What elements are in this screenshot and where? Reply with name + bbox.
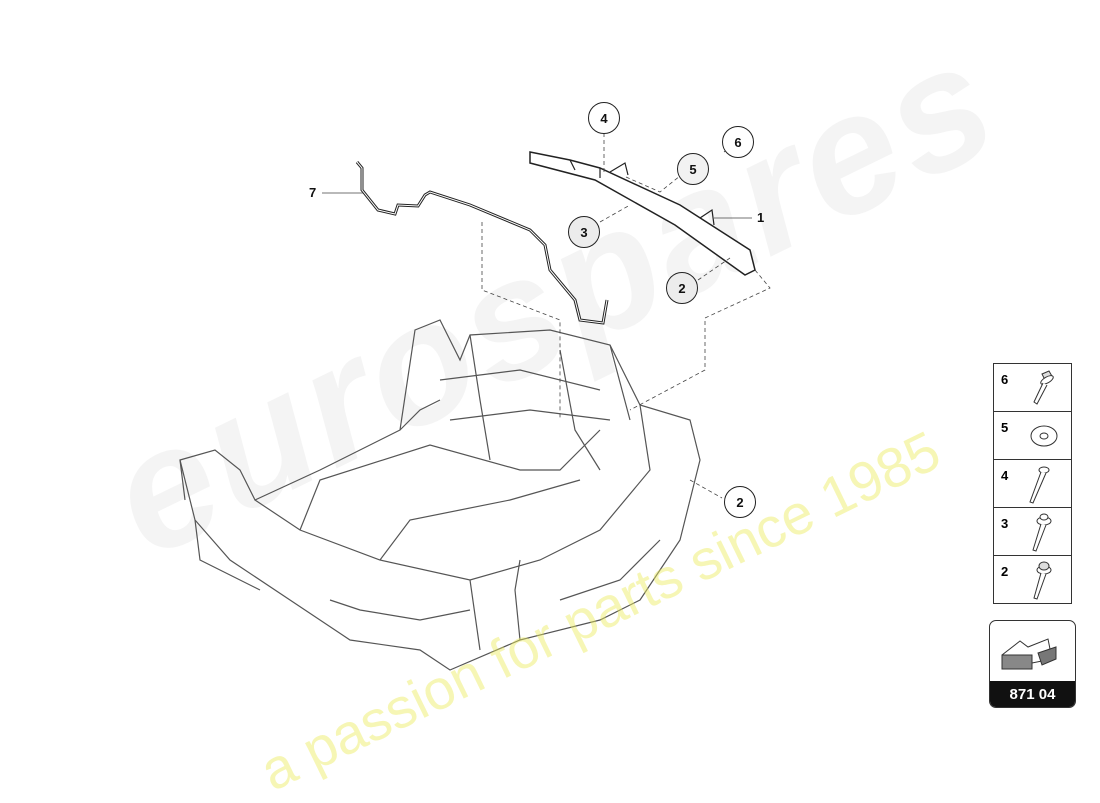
callout-4[interactable]: 4 (588, 102, 620, 134)
flange-bolt-icon (1033, 370, 1054, 405)
chassis-frame (179, 319, 701, 671)
legend-row-6[interactable]: 6 (994, 364, 1071, 412)
reference-code: 871 04 (990, 681, 1075, 707)
reference-box: 871 04 (989, 620, 1076, 708)
callout-6[interactable]: 6 (722, 126, 754, 158)
torx-bolt-icon (1033, 561, 1052, 600)
legend-number: 6 (1001, 372, 1009, 387)
hex-bolt-icon (1029, 466, 1050, 504)
fastener-legend: 6 5 4 3 2 (993, 363, 1072, 604)
legend-number: 3 (1001, 516, 1009, 531)
arrow-direction-icon (1001, 638, 1057, 670)
callout-2-bottom[interactable]: 2 (724, 486, 756, 518)
legend-row-2[interactable]: 2 (994, 556, 1071, 603)
legend-number: 5 (1001, 420, 1009, 435)
collar-bolt-icon (1032, 513, 1052, 552)
part-7-pipe[interactable] (355, 161, 609, 325)
callout-5[interactable]: 5 (677, 153, 709, 185)
label-1[interactable]: 1 (757, 210, 765, 225)
legend-row-4[interactable]: 4 (994, 460, 1071, 508)
legend-row-5[interactable]: 5 (994, 412, 1071, 460)
washer-icon (1030, 425, 1058, 447)
callout-2-top[interactable]: 2 (666, 272, 698, 304)
label-7[interactable]: 7 (309, 185, 317, 200)
legend-number: 4 (1001, 468, 1009, 483)
legend-row-3[interactable]: 3 (994, 508, 1071, 556)
callout-3[interactable]: 3 (568, 216, 600, 248)
part-1-crossmember[interactable] (529, 151, 756, 276)
legend-number: 2 (1001, 564, 1009, 579)
